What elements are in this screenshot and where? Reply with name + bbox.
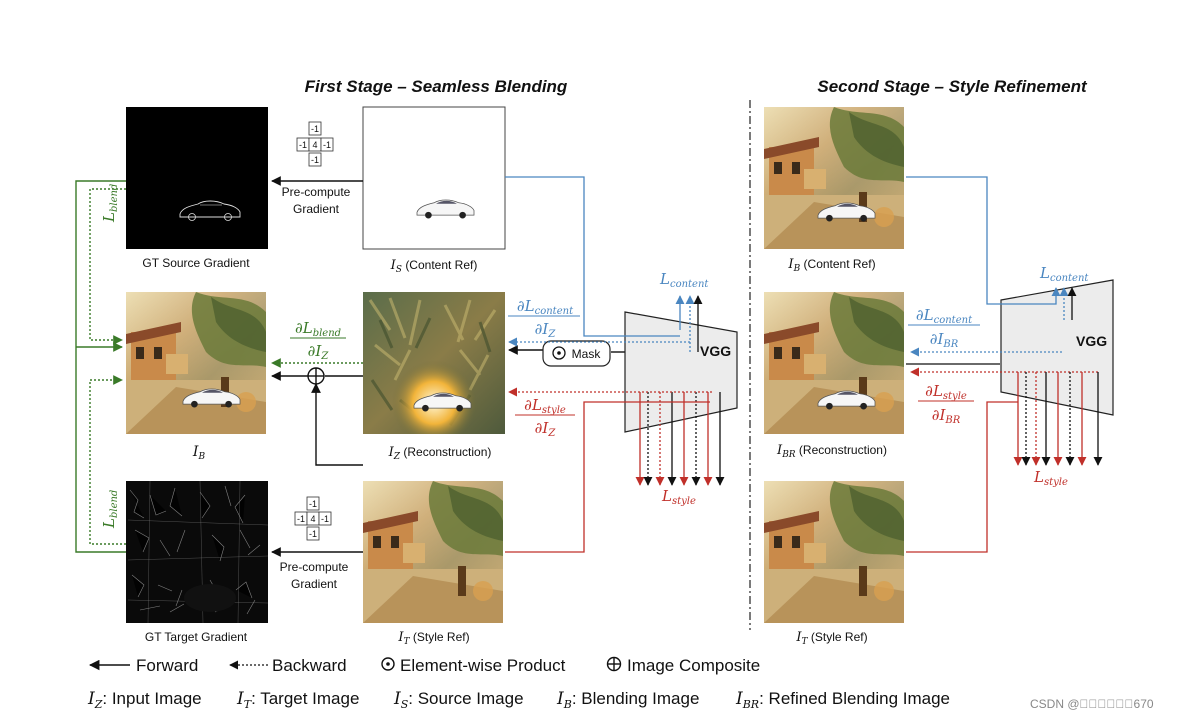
gt-target-caption: GT Target Gradient (145, 630, 248, 644)
svg-text:∂Lstyle: ∂Lstyle (925, 382, 967, 402)
svg-text:∂IBR: ∂IBR (932, 406, 961, 426)
svg-text:Lblend: Lblend (100, 490, 120, 529)
svg-text:∂IZ: ∂IZ (535, 419, 557, 439)
svg-text:∂IZ: ∂IZ (308, 342, 330, 362)
svg-text:-1: -1 (297, 514, 305, 524)
l-content-label: Lcontent (659, 270, 709, 290)
svg-text:-1: -1 (309, 499, 317, 509)
svg-text:∂Lblend: ∂Lblend (295, 319, 341, 339)
gt-source-gradient-image (126, 107, 268, 249)
legend-composite: Image Composite (627, 656, 760, 675)
svg-text:∂IBR: ∂IBR (930, 330, 959, 350)
composite-icon (606, 656, 622, 672)
s2-vgg-block (1000, 279, 1114, 416)
dl-content-diz-label: ∂Lcontent ∂IZ (508, 297, 580, 340)
svg-text:Lstyle: Lstyle (1033, 468, 1068, 488)
element-wise-icon (381, 657, 395, 671)
target-image-caption: IT (Style Ref) (397, 630, 469, 647)
svg-text:Lcontent: Lcontent (659, 270, 709, 290)
mask-label: Mask (572, 347, 602, 361)
svg-text:4: 4 (310, 514, 315, 524)
l-blend-bottom-label: Lblend (100, 490, 120, 529)
legend-is: IS: Source Image (393, 689, 524, 711)
target-image (363, 481, 503, 623)
blending-image (126, 292, 266, 434)
reconstruction-caption: IZ (Reconstruction) (388, 445, 492, 462)
composite-symbol (307, 367, 325, 385)
caption-text: (Content Ref) (405, 258, 477, 272)
l-style-label: Lstyle (661, 487, 696, 507)
legend-ibr: IBR: Refined Blending Image (735, 689, 950, 711)
gt-source-caption: GT Source Gradient (142, 256, 250, 270)
svg-text:∂Lcontent: ∂Lcontent (517, 297, 574, 317)
source-image-caption: IS (Content Ref) (390, 258, 478, 275)
svg-text:-1: -1 (323, 140, 331, 150)
s2-refined-caption: IBR (Reconstruction) (776, 443, 887, 460)
blending-image-caption: IB (192, 444, 206, 462)
legend-ib: IB: Blending Image (556, 689, 699, 711)
s2-feed-lines (906, 176, 1098, 553)
legend-it: IT: Target Image (236, 689, 359, 711)
svg-text:Lblend: Lblend (100, 184, 120, 223)
s2-vgg-label: VGG (1076, 333, 1107, 349)
reconstruction-image (363, 292, 505, 434)
s2-blending-caption: IB (Content Ref) (787, 257, 875, 274)
laplacian-kernel-top (296, 121, 334, 167)
svg-text:Lcontent: Lcontent (1039, 264, 1089, 284)
stage1-feed-lines (505, 176, 712, 553)
s2-refined-image (764, 292, 904, 434)
legend-forward: Forward (136, 656, 198, 675)
s2-l-style-label: Lstyle (1033, 468, 1068, 488)
legend-element-wise: Element-wise Product (400, 656, 566, 675)
legend: Forward Backward Element-wise Product Im… (87, 656, 950, 711)
dl-blend-diz-label: ∂Lblend ∂IZ (290, 319, 346, 362)
svg-text:4: 4 (312, 140, 317, 150)
svg-text:-1: -1 (311, 155, 319, 165)
gt-target-gradient-image (126, 480, 269, 624)
vgg-label: VGG (700, 343, 731, 359)
s2-l-content-label: Lcontent (1039, 264, 1089, 284)
legend-iz: IZ: Input Image (87, 689, 202, 711)
laplacian-kernel-top-values: -1 -1 4 -1 -1 (299, 124, 331, 165)
svg-text:-1: -1 (309, 529, 317, 539)
blend-lines (75, 180, 126, 553)
svg-text:∂Lstyle: ∂Lstyle (524, 396, 566, 416)
svg-text:∂Lcontent: ∂Lcontent (916, 306, 973, 326)
svg-text:∂IZ: ∂IZ (535, 320, 557, 340)
vgg-content-outputs (675, 295, 703, 352)
svg-text:Lstyle: Lstyle (661, 487, 696, 507)
l-blend-top-label: Lblend (100, 184, 120, 223)
laplacian-kernel-bottom-values: -1 -1 4 -1 -1 (297, 499, 329, 539)
mask-box (542, 340, 611, 367)
watermark: CSDN @      670 (1030, 697, 1154, 711)
stage1-title: First Stage – Seamless Blending (305, 77, 568, 96)
s2-dl-style-dibr-label: ∂Lstyle ∂IBR (918, 382, 974, 426)
s2-blending-image (764, 107, 904, 249)
dl-style-diz-label: ∂Lstyle ∂IZ (515, 396, 575, 439)
precompute-bottom-label-2: Gradient (291, 577, 338, 591)
svg-text:-1: -1 (311, 124, 319, 134)
source-image (362, 106, 506, 250)
legend-backward: Backward (272, 656, 347, 675)
s2-vgg-style-outputs (1013, 372, 1103, 466)
precompute-bottom-label-1: Pre-compute (280, 560, 349, 574)
s2-target-caption: IT (Style Ref) (795, 630, 867, 647)
vgg-style-outputs (635, 392, 725, 486)
blend-backward-lines (89, 188, 363, 545)
s2-target-image (764, 481, 904, 623)
s2-dl-content-dibr-label: ∂Lcontent ∂IBR (908, 306, 980, 350)
svg-text:-1: -1 (299, 140, 307, 150)
forward-arrows (271, 176, 625, 557)
precompute-top-label-1: Pre-compute (282, 185, 351, 199)
stage2-title: Second Stage – Style Refinement (817, 77, 1088, 96)
svg-text:-1: -1 (321, 514, 329, 524)
precompute-top-label-2: Gradient (293, 202, 340, 216)
s2-vgg-content-outputs (1059, 287, 1077, 320)
laplacian-kernel-bottom (294, 496, 332, 541)
